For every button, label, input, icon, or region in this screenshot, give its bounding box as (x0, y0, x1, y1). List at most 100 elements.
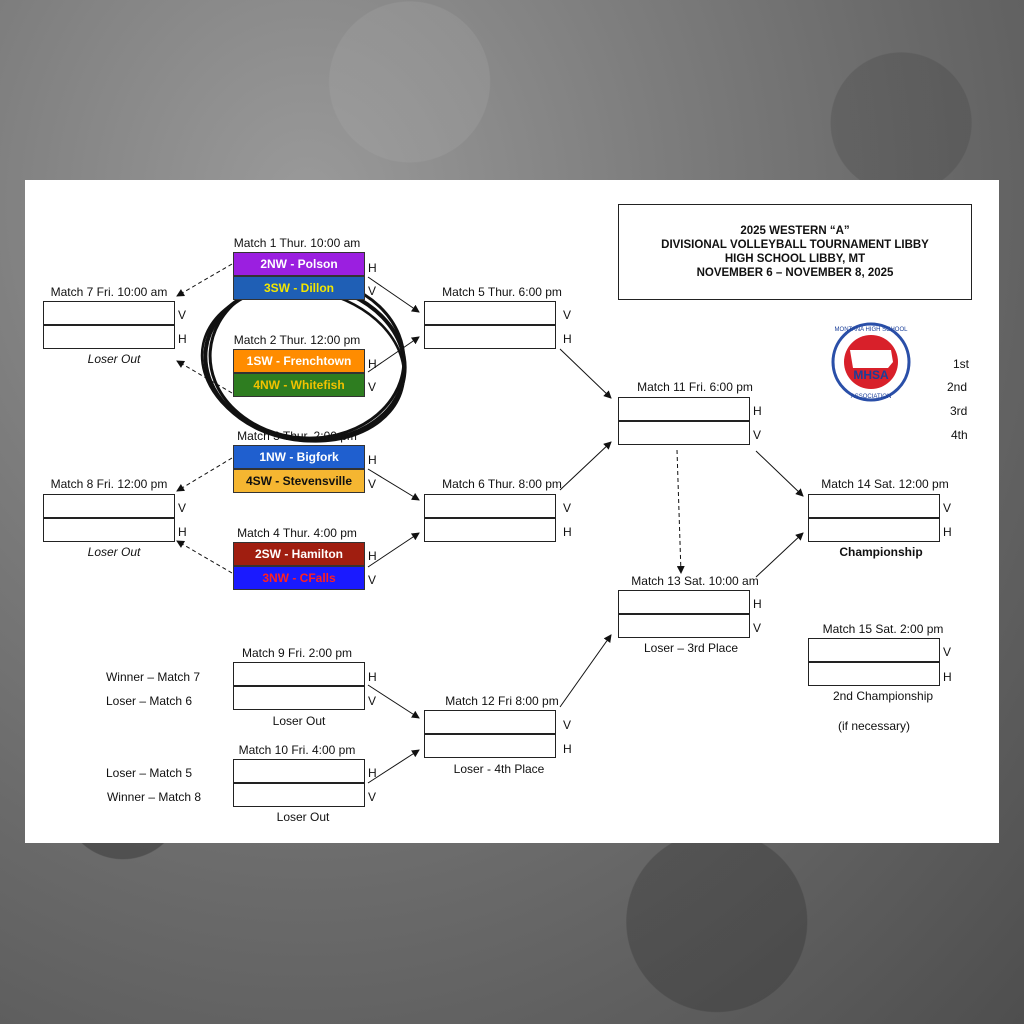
connector-m10-m12 (367, 749, 420, 784)
m7-visitor-slot (43, 301, 175, 325)
team-bigfork: 1NW - Bigfork (233, 445, 365, 469)
m9-home-slot (233, 662, 365, 686)
m8-visitor-slot (43, 494, 175, 518)
connector-m12-m13 (559, 634, 612, 708)
m1-home-marker: H (368, 261, 377, 275)
m9-visitor-marker: V (368, 694, 377, 708)
m11-visitor-marker: V (753, 428, 762, 442)
m13-home-slot (618, 590, 750, 614)
team-dillon: 3SW - Dillon (233, 276, 365, 300)
team-polson: 2NW - Polson (233, 252, 365, 276)
team-whitefish: 4NW - Whitefish (233, 373, 365, 397)
m7-home-marker: H (178, 332, 187, 346)
connector-m1-m5 (367, 276, 420, 313)
match-3-label: Match 3 Thur. 2:00 pm (237, 429, 357, 443)
match-10-label: Match 10 Fri. 4:00 pm (238, 743, 356, 757)
championship-label: Championship (839, 545, 923, 559)
connector-loser-m4-m8 (176, 540, 233, 574)
match-12-label: Match 12 Fri 8:00 pm (445, 694, 559, 708)
match-9-label: Match 9 Fri. 2:00 pm (241, 646, 353, 660)
m7-home-slot (43, 325, 175, 349)
connector-loser-m2-m7 (176, 360, 233, 394)
m6-visitor-marker: V (563, 501, 572, 515)
bracket-sheet: 2025 WESTERN “A” DIVISIONAL VOLLEYBALL T… (25, 180, 999, 843)
m3-visitor-marker: V (368, 477, 377, 491)
m4-home-marker: H (368, 549, 377, 563)
m15-home-marker: H (943, 670, 952, 684)
m15-home-slot (808, 662, 940, 686)
match-1-label: Match 1 Thur. 10:00 am (233, 236, 361, 250)
match-11-label: Match 11 Fri. 6:00 pm (637, 380, 753, 394)
second-championship-label: 2nd Championship (832, 689, 934, 703)
m1-visitor-marker: V (368, 284, 377, 298)
m10-source-winner-m8: Winner – Match 8 (106, 790, 202, 804)
team-cfalls: 3NW - CFalls (233, 566, 365, 590)
title-line-1: 2025 WESTERN “A” (740, 225, 850, 237)
connector-m5-m11 (559, 348, 612, 399)
match-7-label: Match 7 Fri. 10:00 am (50, 285, 168, 299)
m9-loser-out: Loser Out (272, 714, 326, 728)
connector-m9-m12 (367, 684, 420, 719)
m10-source-loser-m5: Loser – Match 5 (105, 766, 193, 780)
m7-visitor-marker: V (178, 308, 187, 322)
m5-home-slot (424, 325, 556, 349)
match-4-label: Match 4 Thur. 4:00 pm (237, 526, 357, 540)
match-15-label: Match 15 Sat. 2:00 pm (822, 622, 944, 636)
m12-home-slot (424, 734, 556, 758)
m12-loser-4th: Loser - 4th Place (453, 762, 545, 776)
m12-visitor-marker: V (563, 718, 572, 732)
m8-home-marker: H (178, 525, 187, 539)
m13-visitor-marker: V (753, 621, 762, 635)
title-line-4: NOVEMBER 6 – NOVEMBER 8, 2025 (696, 267, 894, 279)
m4-visitor-marker: V (368, 573, 377, 587)
m13-loser-3rd: Loser – 3rd Place (643, 641, 739, 655)
match-8-label: Match 8 Fri. 12:00 pm (50, 477, 168, 491)
m12-visitor-slot (424, 710, 556, 734)
m5-visitor-slot (424, 301, 556, 325)
connector-m11-m14 (755, 450, 804, 497)
m8-visitor-marker: V (178, 501, 187, 515)
m8-home-slot (43, 518, 175, 542)
placing-2nd: 2nd (947, 380, 968, 394)
connector-loser-m11-m13 (676, 449, 685, 574)
match-13-label: Match 13 Sat. 10:00 am (631, 574, 759, 588)
connector-loser-m1-m7 (176, 263, 233, 297)
m9-source-winner-m7: Winner – Match 7 (105, 670, 201, 684)
m2-visitor-marker: V (368, 380, 377, 394)
connector-m6-m11 (559, 441, 612, 491)
m13-home-marker: H (753, 597, 762, 611)
m6-home-marker: H (563, 525, 572, 539)
m11-home-marker: H (753, 404, 762, 418)
mhsa-logo: MHSA MONTANA HIGH SCHOOL ASSOCIATION (831, 322, 911, 402)
m9-home-marker: H (368, 670, 377, 684)
m3-home-marker: H (368, 453, 377, 467)
m10-visitor-marker: V (368, 790, 377, 804)
m9-source-loser-m6: Loser – Match 6 (105, 694, 193, 708)
m5-visitor-marker: V (563, 308, 572, 322)
title-line-2: DIVISIONAL VOLLEYBALL TOURNAMENT LIBBY (661, 239, 929, 251)
m6-home-slot (424, 518, 556, 542)
m2-home-marker: H (368, 357, 377, 371)
team-frenchtown: 1SW - Frenchtown (233, 349, 365, 373)
m11-home-slot (618, 397, 750, 421)
m13-visitor-slot (618, 614, 750, 638)
connector-loser-m3-m8 (176, 457, 233, 492)
logo-text-mid: MHSA (853, 368, 889, 382)
match-14-label: Match 14 Sat. 12:00 pm (821, 477, 949, 491)
m14-home-slot (808, 518, 940, 542)
placing-3rd: 3rd (950, 404, 968, 418)
match-5-label: Match 5 Thur. 6:00 pm (442, 285, 562, 299)
m14-home-marker: H (943, 525, 952, 539)
m14-visitor-marker: V (943, 501, 952, 515)
m15-visitor-slot (808, 638, 940, 662)
connector-m2-m5 (367, 336, 420, 373)
if-necessary-label: (if necessary) (837, 719, 911, 733)
placing-4th: 4th (951, 428, 968, 442)
title-line-3: HIGH SCHOOL LIBBY, MT (724, 253, 866, 265)
tournament-title-box: 2025 WESTERN “A” DIVISIONAL VOLLEYBALL T… (618, 204, 972, 300)
m6-visitor-slot (424, 494, 556, 518)
m10-home-slot (233, 759, 365, 783)
connector-m4-m6 (367, 532, 420, 568)
m12-home-marker: H (563, 742, 572, 756)
m5-home-marker: H (563, 332, 572, 346)
